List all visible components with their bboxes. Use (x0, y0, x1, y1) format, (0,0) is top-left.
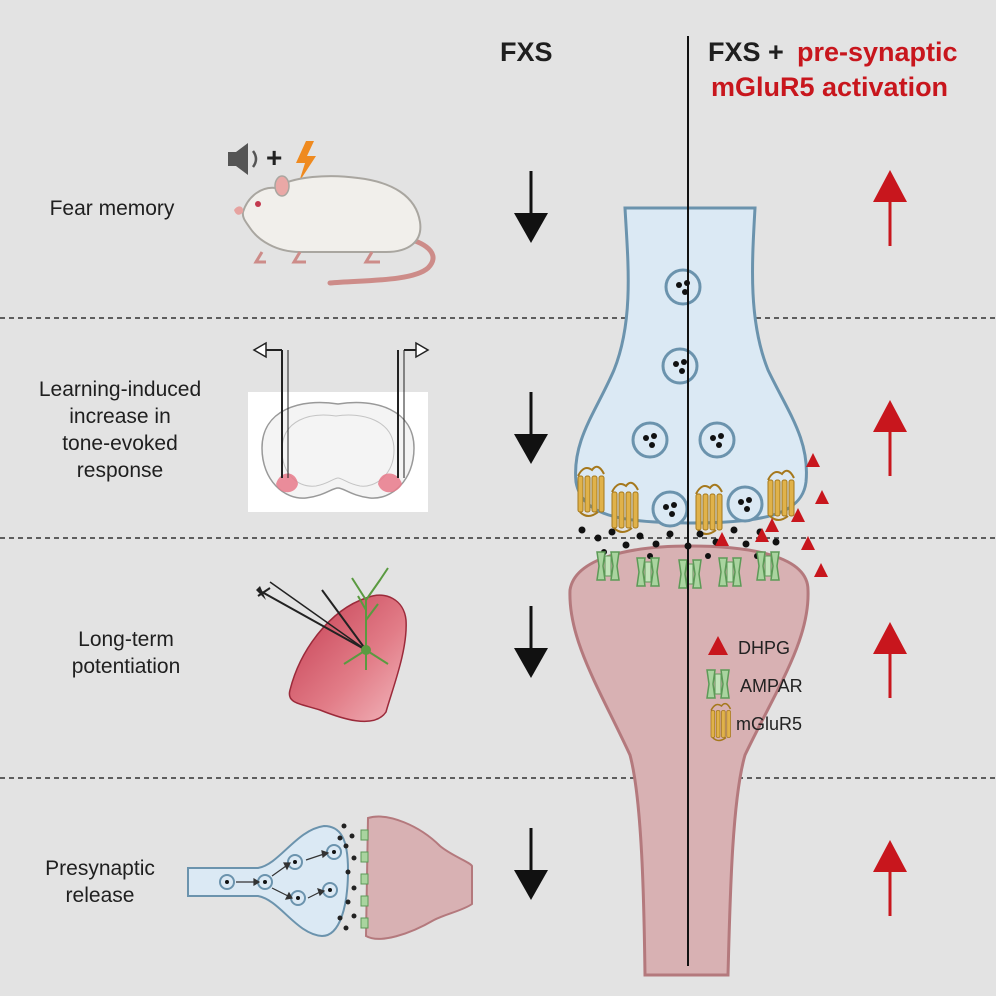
presynaptic-release-illustration (187, 815, 473, 940)
row-label-line: response (76, 459, 164, 482)
ampar-legend-icon (706, 669, 730, 699)
header-fxs: FXS (500, 37, 553, 67)
row-label-line: Presynaptic (45, 857, 155, 880)
dhpg-ligands (715, 453, 829, 577)
speaker-icon (228, 143, 258, 175)
ampar-receptor (718, 557, 742, 587)
increase-arrow-icon (871, 620, 909, 700)
row-label-presynaptic-release: Presynaptic release (0, 855, 220, 909)
row-label-ltp: Long-term potentiation (6, 626, 246, 680)
synaptic-vesicle (726, 485, 764, 523)
decrease-arrow-icon (512, 390, 550, 466)
ampar-receptor (596, 551, 620, 581)
row-label-line: increase in (69, 405, 171, 428)
row-label-tone-evoked: Learning-induced increase in tone-evoked… (0, 376, 240, 484)
ampar-receptor (678, 559, 702, 589)
ltp-slice-illustration (256, 567, 407, 723)
row-label-line: potentiation (71, 655, 181, 678)
legend-mglur5-label: mGluR5 (736, 714, 803, 734)
rat-illustration (234, 175, 436, 286)
decrease-arrow-icon (512, 826, 550, 902)
increase-arrow-icon (871, 398, 909, 478)
row-label-fear-memory: Fear memory (0, 195, 232, 222)
header-treated-line1: pre-synaptic (797, 37, 958, 67)
header-treated-prefix: FXS + (708, 37, 784, 67)
dhpg-legend-icon (708, 636, 728, 655)
row-label-line: tone-evoked (62, 432, 178, 455)
increase-arrow-icon (871, 168, 909, 248)
row-label-line: release (65, 884, 135, 907)
ampar-receptor (636, 557, 660, 587)
synaptic-vesicle (651, 490, 689, 528)
neurotransmitter-dots (578, 526, 780, 559)
header-treated-line2: mGluR5 activation (711, 72, 949, 102)
row-label-line: Fear memory (49, 197, 175, 220)
brain-slice-illustration (248, 341, 430, 512)
decrease-arrow-icon (512, 604, 550, 680)
legend-ampar-label: AMPAR (740, 676, 803, 696)
synaptic-vesicle (698, 421, 736, 459)
ampar-receptor (756, 551, 780, 581)
lightning-icon (296, 141, 316, 182)
decrease-arrow-icon (512, 169, 550, 245)
row-label-line: Learning-induced (38, 378, 202, 401)
synaptic-vesicle (664, 268, 702, 306)
legend-dhpg-label: DHPG (738, 638, 791, 658)
synaptic-vesicle (631, 421, 669, 459)
increase-arrow-icon (871, 838, 909, 918)
synaptic-vesicle (661, 347, 699, 385)
row-label-line: Long-term (78, 628, 174, 651)
stimulus-plus: + (266, 142, 283, 173)
